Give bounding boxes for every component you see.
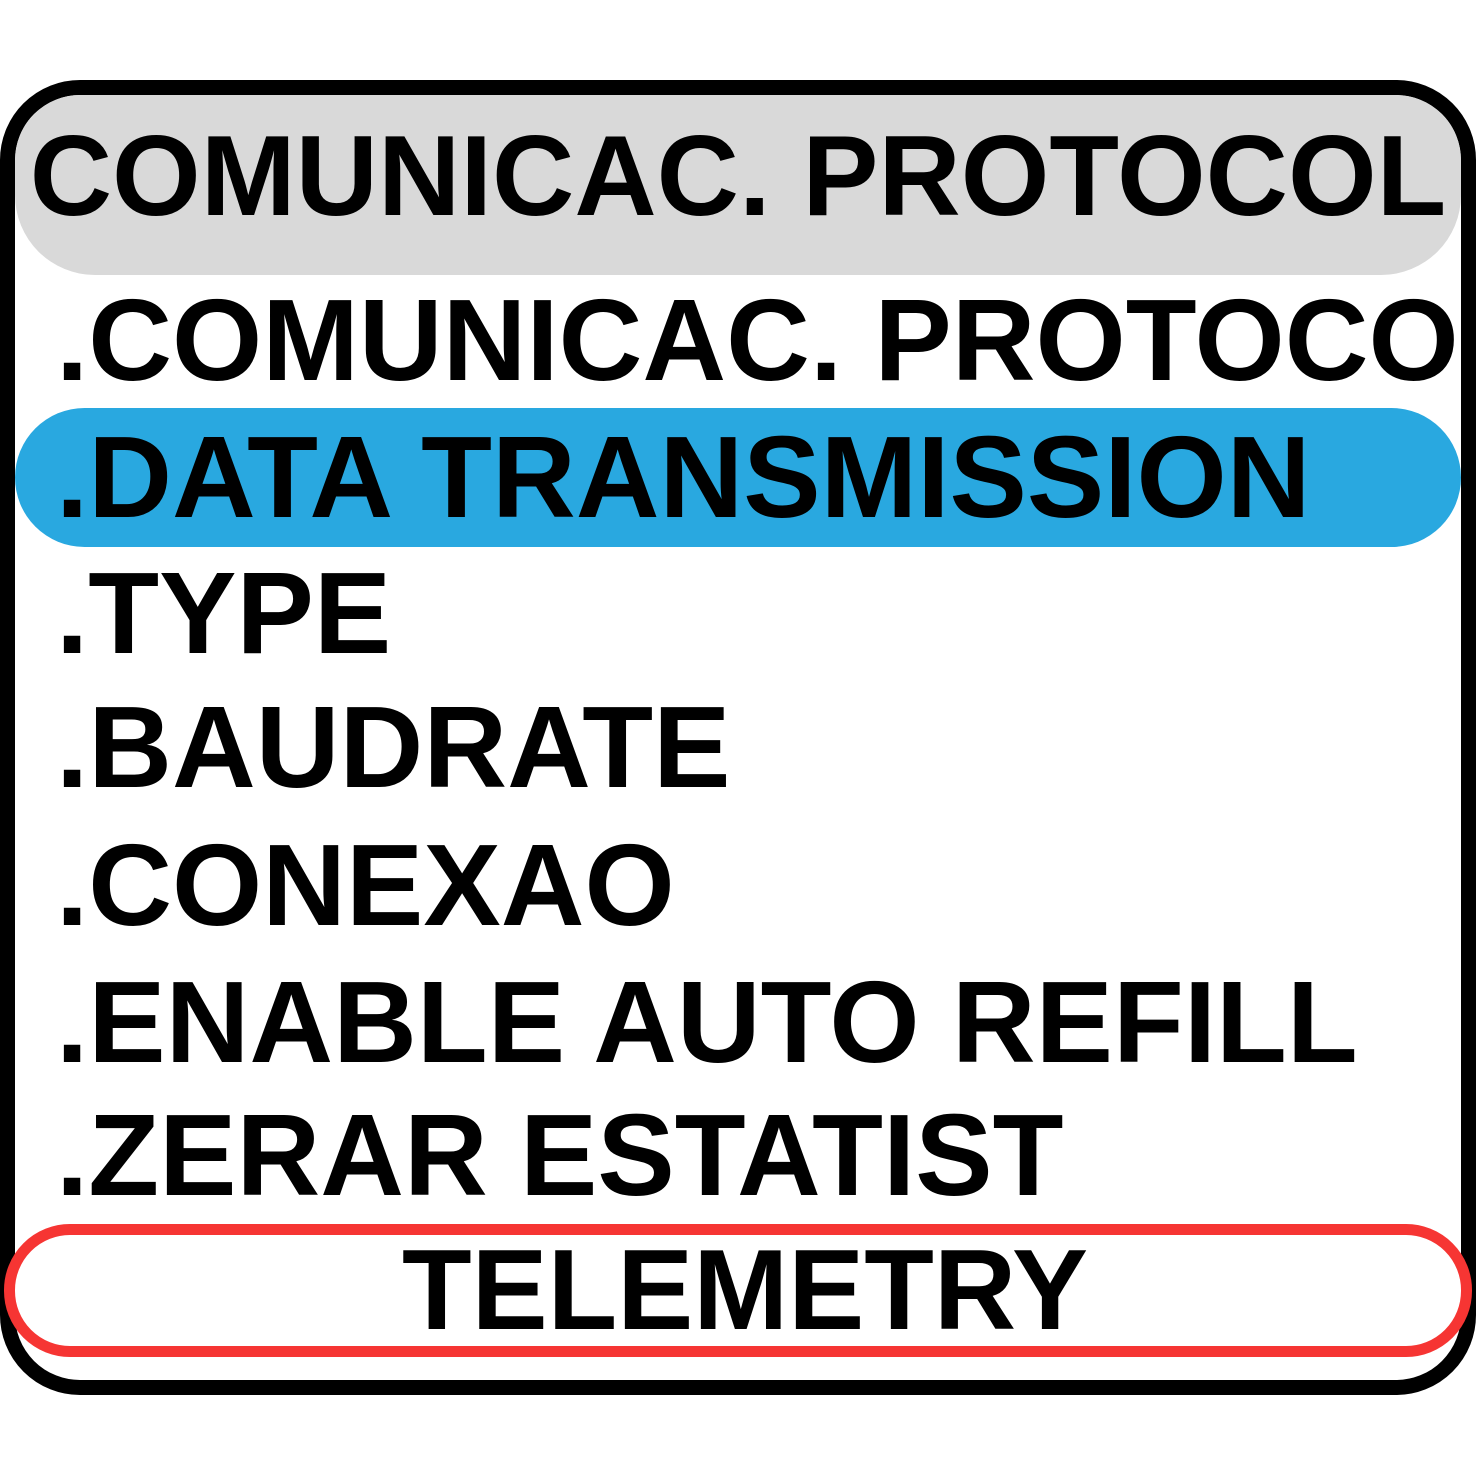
menu-item-zerar-estatist[interactable]: .ZERAR ESTATIST [56,1090,1064,1220]
telemetry-label: TELEMETRY [401,1227,1089,1354]
menu-item-conexao[interactable]: .CONEXAO [56,820,675,950]
menu-item-baudrate[interactable]: .BAUDRATE [56,682,731,812]
page-title: COMUNICAC. PROTOCOL [29,113,1447,240]
menu-item-comunicac-protocol[interactable]: .COMUNICAC. PROTOCO [56,275,1459,405]
header-bar [15,95,1461,275]
menu-item-enable-auto-refill[interactable]: .ENABLE AUTO REFILL [56,957,1358,1087]
menu-screen [0,80,1476,1395]
selection-highlight [15,408,1461,547]
telemetry-button[interactable] [4,1224,1472,1357]
menu-item-type[interactable]: .TYPE [56,548,392,678]
menu-item-data-transmission[interactable]: .DATA TRANSMISSION [56,412,1311,542]
